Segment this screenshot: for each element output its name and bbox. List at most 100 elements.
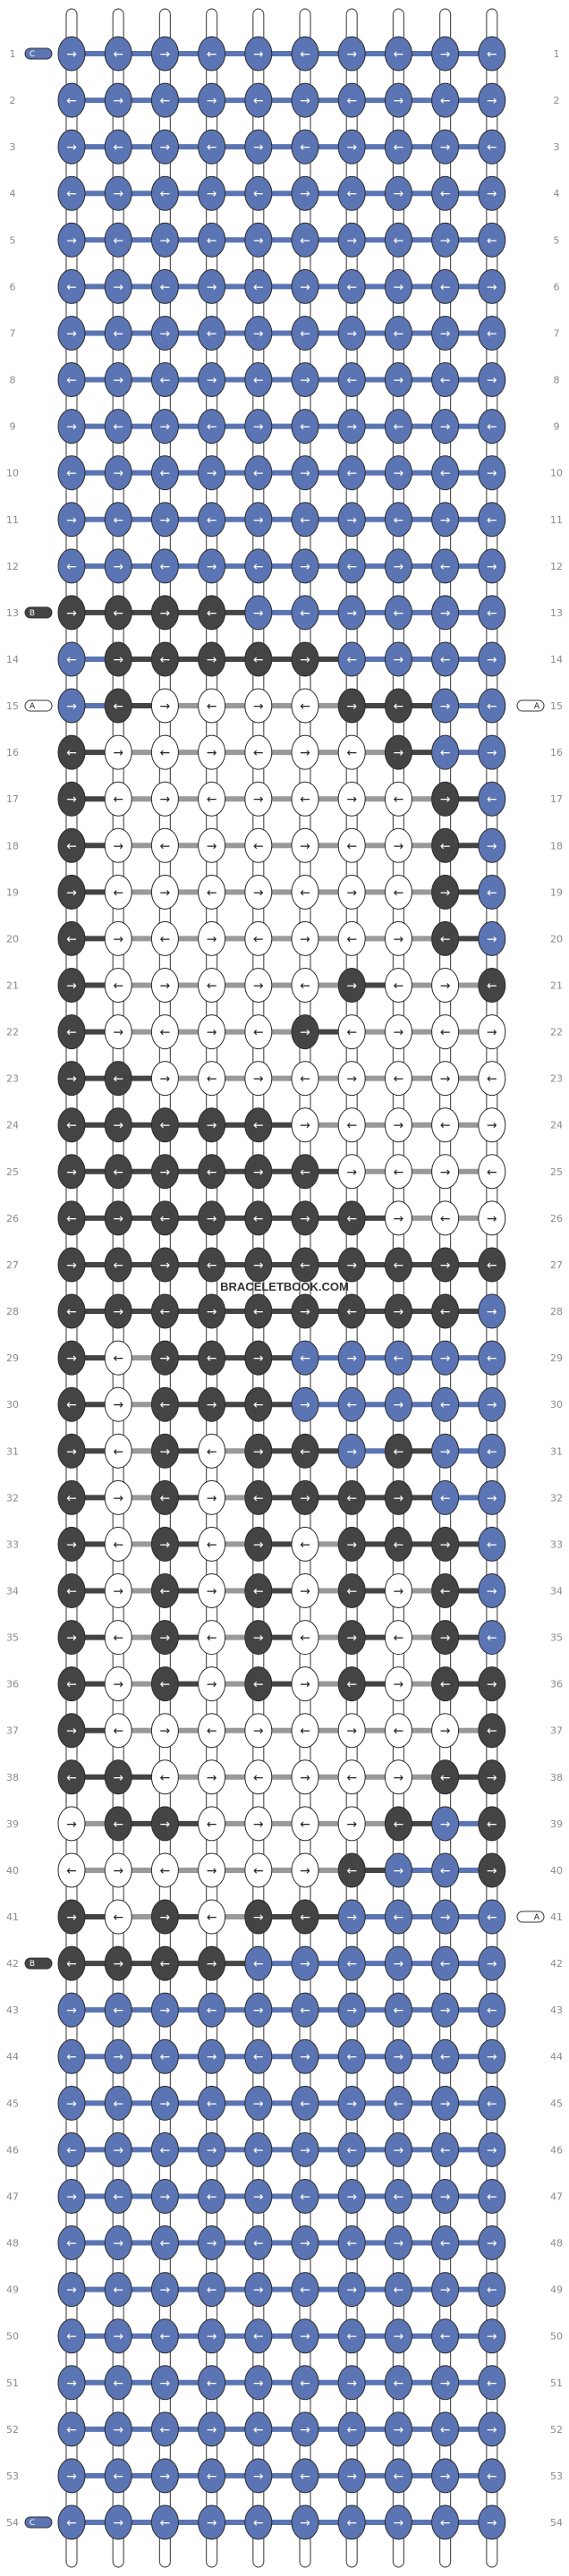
knot	[478, 1945, 506, 1981]
knot-arrow: →	[207, 2143, 217, 2157]
knot-arrow: →	[346, 513, 357, 528]
knot-arrow: ←	[346, 187, 357, 201]
knot-arrow: →	[346, 1631, 357, 1646]
knot-arrow: ←	[440, 653, 451, 667]
knot	[244, 1479, 273, 1515]
knot-arrow: →	[487, 1584, 497, 1598]
knot	[104, 2458, 132, 2494]
knot-arrow: →	[440, 1818, 451, 1832]
knot-arrow: →	[346, 2470, 357, 2484]
knot	[478, 1526, 506, 1562]
knot	[150, 1620, 179, 1656]
row-number-left: 35	[6, 1632, 19, 1644]
knot-arrow: ←	[440, 2237, 451, 2251]
knot	[384, 2411, 412, 2447]
knot	[291, 1759, 319, 1795]
strand-end	[516, 699, 545, 712]
knot	[244, 1572, 273, 1608]
knot-arrow: →	[207, 1584, 217, 1598]
knot-arrow: ←	[66, 2423, 77, 2437]
knot-arrow: ←	[346, 1957, 357, 1971]
knot	[150, 1759, 179, 1795]
knot	[198, 968, 226, 1004]
knot-arrow: ←	[160, 2330, 171, 2344]
knot	[337, 1992, 366, 2028]
knot-arrow: →	[346, 2004, 357, 2018]
knot-arrow: ←	[394, 2004, 404, 2018]
knot-arrow: →	[66, 326, 77, 341]
knot-arrow: →	[207, 2423, 217, 2437]
knot	[57, 968, 86, 1004]
knot-arrow: ←	[346, 2237, 357, 2251]
knot	[384, 222, 412, 258]
knot-arrow: →	[253, 1724, 264, 1739]
knot-arrow: →	[487, 1026, 497, 1040]
knot	[291, 1899, 319, 1935]
knot-arrow: →	[346, 886, 357, 900]
knot	[150, 781, 179, 817]
knot-arrow: →	[440, 2377, 451, 2391]
knot-arrow: ←	[113, 699, 123, 714]
knot	[57, 1759, 86, 1795]
knot	[104, 2038, 132, 2074]
knot-arrow: ←	[346, 1864, 357, 1878]
knot	[198, 1713, 226, 1749]
knot-arrow: ←	[207, 1631, 217, 1646]
knot	[244, 1945, 273, 1981]
knot	[198, 1945, 226, 1981]
knot-arrow: ←	[487, 47, 497, 62]
knot-arrow: ←	[440, 560, 451, 574]
knot	[104, 315, 132, 351]
knot	[384, 1479, 412, 1515]
knot	[104, 920, 132, 956]
knot-arrow: →	[346, 140, 357, 155]
knot-arrow: ←	[487, 1258, 497, 1273]
knot	[291, 1293, 319, 1329]
knot-arrow: →	[346, 2190, 357, 2204]
knot	[150, 2411, 179, 2447]
row-number-right: 12	[550, 561, 563, 572]
knot-arrow: ←	[207, 1911, 217, 1925]
knot-arrow: →	[113, 653, 123, 667]
knot-arrow: →	[300, 280, 310, 294]
knot	[384, 1014, 412, 1050]
strand-end	[24, 1957, 53, 1970]
row-number-right: 50	[550, 2331, 563, 2343]
strand-letter: B	[30, 1960, 35, 1969]
knot-arrow: ←	[487, 2284, 497, 2298]
knot-arrow: ←	[487, 699, 497, 714]
knot	[431, 734, 460, 770]
row-number-right: 34	[550, 1585, 563, 1597]
knot	[337, 1200, 366, 1236]
knot	[384, 1200, 412, 1236]
knot	[198, 595, 226, 631]
knot-arrow: ←	[394, 1538, 404, 1552]
knot-arrow: →	[160, 2004, 171, 2018]
knot	[291, 222, 319, 258]
row-number-left: 45	[6, 2097, 19, 2109]
knot-arrow: →	[487, 1864, 497, 1878]
knot-arrow: →	[300, 2330, 310, 2344]
knot	[244, 222, 273, 258]
row-number-left: 28	[6, 1306, 19, 1318]
knot	[384, 268, 412, 304]
knot-arrow: ←	[394, 233, 404, 248]
knot-arrow: →	[253, 326, 264, 341]
knot-arrow: ←	[346, 1026, 357, 1040]
knot	[431, 2038, 460, 2074]
knot	[198, 2458, 226, 2494]
knot	[431, 1293, 460, 1329]
knot-arrow: →	[160, 1911, 171, 1925]
knot	[291, 1386, 319, 1422]
knot-grid: → ← → ← → ← → ← → ← ← → ← → ← → ← → ← → → ← → ← → ← → ← → ← ← → ← → ← → ← → ← →…	[57, 36, 506, 2540]
knot	[337, 455, 366, 491]
knot-arrow: ←	[207, 2284, 217, 2298]
knot-arrow: ←	[300, 1352, 310, 1366]
knot-arrow: ←	[253, 560, 264, 574]
knot	[198, 641, 226, 677]
row-number-left: 8	[10, 375, 16, 386]
knot-arrow: →	[394, 2143, 404, 2157]
knot	[291, 1014, 319, 1050]
